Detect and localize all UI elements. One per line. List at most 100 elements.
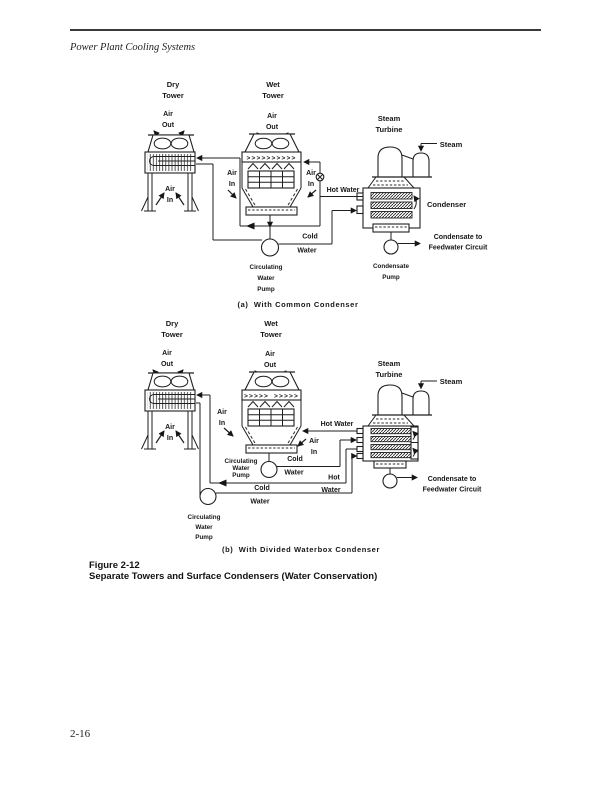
air-in-arrow <box>307 189 317 198</box>
running-header: Power Plant Cooling Systems <box>70 42 196 53</box>
condenser-label: Condenser <box>427 200 466 209</box>
waterbox-nozzle <box>356 427 364 435</box>
steam-turbine-label: Turbine <box>376 125 403 134</box>
dry-tower-label: Dry <box>167 80 180 89</box>
page-number: 2-16 <box>70 728 91 740</box>
hot-water-label: Hot Water <box>327 187 360 194</box>
turbine-lp-dome <box>377 146 403 178</box>
piping-b: Hot Water Cold Water Circulating Water P… <box>188 391 358 541</box>
circulating-pump-label: Water <box>232 465 250 472</box>
cooling-system-diagrams: Dry Tower Air Out <box>141 80 488 554</box>
circulating-pump-label: Water <box>257 275 275 282</box>
air-in-arrow <box>223 427 234 437</box>
tube-bundle <box>370 452 412 459</box>
cold-water-label: Cold <box>302 234 318 241</box>
air-in-label: In <box>219 420 225 427</box>
air-in-label: Air <box>309 438 319 445</box>
diagram-a: Dry Tower Air Out <box>141 80 488 309</box>
air-out-label: Air <box>267 113 277 120</box>
exhaust-funnel <box>367 414 377 427</box>
exhaust-funnel <box>403 414 415 427</box>
air-in-label: In <box>229 181 235 188</box>
flow-arrow <box>218 479 227 487</box>
air-in-arrow <box>297 438 307 447</box>
condenser-a: Condenser <box>356 176 466 233</box>
coil-tube <box>149 394 195 404</box>
dry-tower-b: Dry Tower Air Out <box>141 319 199 450</box>
condensate-a: Condensate to Feedwater Circuit Condensa… <box>373 232 488 281</box>
circulating-pump-label: Pump <box>257 286 275 293</box>
spray-nozzles <box>247 400 295 408</box>
air-in-label: Air <box>306 170 316 177</box>
steam-turbine-label: Turbine <box>376 370 403 379</box>
tube-bundle <box>370 428 412 435</box>
fan-blade-icon <box>271 375 290 388</box>
tube-bundle <box>370 211 413 219</box>
dry-tower-label: Dry <box>166 319 179 328</box>
cold-water-label: Cold <box>287 456 303 463</box>
circulating-pump-icon <box>260 238 280 257</box>
louver-slats <box>245 426 256 445</box>
condenser-b <box>356 414 419 469</box>
exhaust-funnel <box>403 176 415 189</box>
tube-bundle <box>370 201 413 209</box>
fan-blade-icon <box>170 137 189 150</box>
louver-wall <box>289 425 302 446</box>
louver-slats <box>287 188 298 207</box>
wet-tower-b: Wet Tower Air Out >>>>> >>>>> <box>217 319 319 456</box>
wet-tower-label: Wet <box>266 80 280 89</box>
drift-eliminator-band <box>241 389 302 401</box>
diagram-b: Dry Tower Air Out <box>141 319 482 554</box>
wet-tower-label: Tower <box>262 91 284 100</box>
circulating-pump-label: Pump <box>195 534 213 541</box>
condensate-b: Condensate to Feedwater Circuit <box>382 468 482 494</box>
hot-water-label: Hot <box>328 475 340 482</box>
waterbox-return-arrow <box>412 447 419 457</box>
steam-turbine-a: Steam Turbine Steam <box>372 114 463 178</box>
air-in-label: Air <box>165 424 175 431</box>
louver-wall <box>289 187 302 208</box>
diagram-a-caption: (a) With Common Condenser <box>238 300 359 309</box>
cold-water-label: Water <box>297 248 316 255</box>
air-out-label: Air <box>265 351 275 358</box>
condensate-pump-icon <box>383 239 399 255</box>
dry-tower-label: Tower <box>161 330 183 339</box>
dry-tower-label: Tower <box>162 91 184 100</box>
steam-turbine-label: Steam <box>378 359 401 368</box>
air-out-label: Air <box>163 111 173 118</box>
leg-brace <box>141 434 149 450</box>
wet-tower-a: Wet Tower Air Out >>>>>>>>>> <box>227 80 317 216</box>
air-out-label: Out <box>264 362 277 369</box>
air-in-label: In <box>311 449 317 456</box>
steam-turbine-label: Steam <box>378 114 401 123</box>
waterbox-return-arrow <box>413 195 420 210</box>
condensate-pump-icon <box>382 473 398 489</box>
air-in-label: In <box>167 435 173 442</box>
condensate-dest-label: Condensate to <box>428 476 477 483</box>
turbine-lp-dome <box>377 384 403 416</box>
cold-water-label: Cold <box>254 485 270 492</box>
condensate-pump-label: Pump <box>382 274 400 281</box>
spray-nozzles <box>247 162 295 170</box>
waterbox-nozzle <box>356 436 364 444</box>
wet-tower-label: Wet <box>264 319 278 328</box>
tube-bundle <box>370 444 412 451</box>
air-out-label: Out <box>161 361 174 368</box>
header-rule <box>70 29 541 31</box>
air-in-label: In <box>308 181 314 188</box>
hotwell <box>372 223 410 233</box>
louver-slats <box>287 426 298 445</box>
circulating-pump-label: Circulating <box>188 514 221 521</box>
cold-water-label: Water <box>284 470 303 477</box>
air-in-label: Air <box>227 170 237 177</box>
louver-wall <box>241 187 254 208</box>
diagram-b-caption: (b) With Divided Waterbox Condenser <box>222 545 380 554</box>
air-in-label: In <box>167 197 173 204</box>
piping-a: Hot Water Co <box>196 154 363 293</box>
wet-tower-label: Tower <box>260 330 282 339</box>
figure-number: Figure 2-12 <box>89 560 140 571</box>
fill-grid-lines <box>248 171 294 188</box>
turbine-hp-dome <box>412 390 430 416</box>
circulating-pump-label: Pump <box>232 472 250 479</box>
coil-fins <box>147 392 193 409</box>
